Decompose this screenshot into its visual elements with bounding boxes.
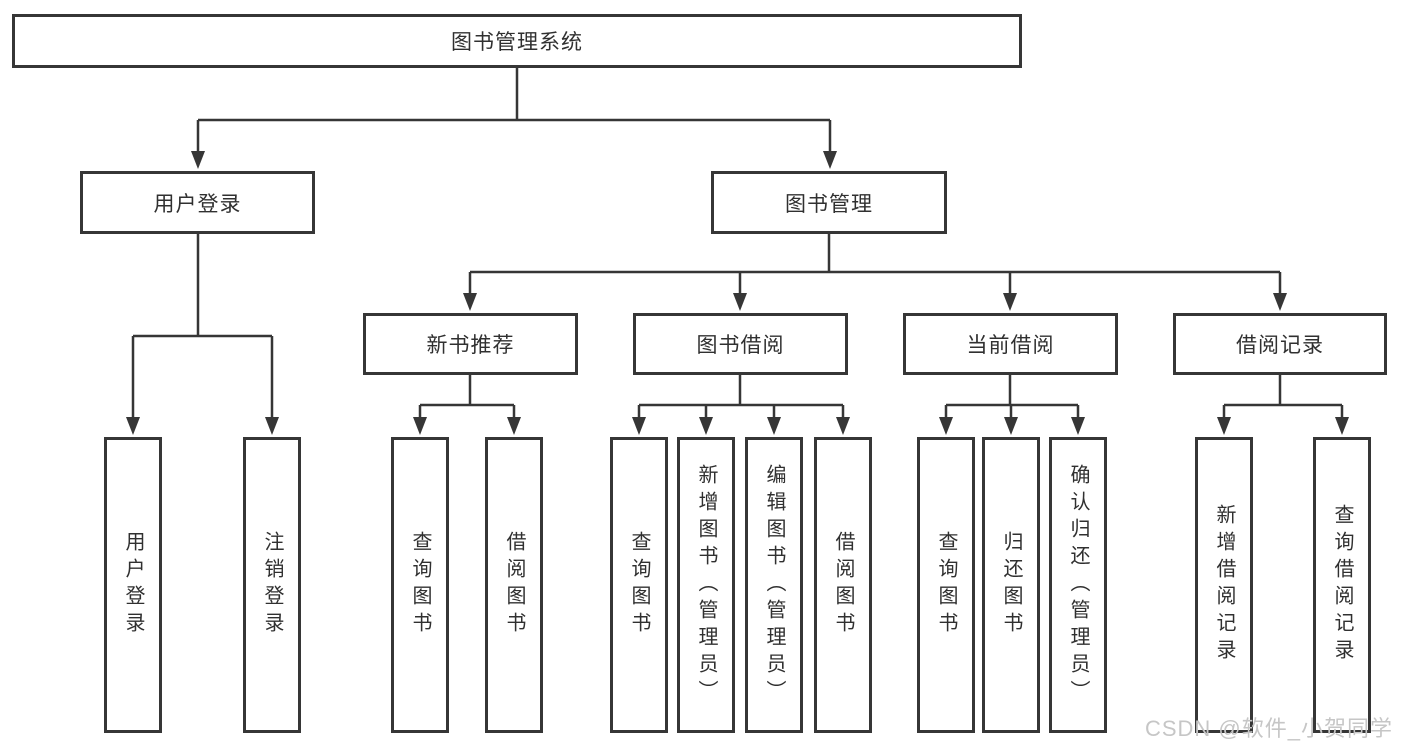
node-query-books-recommend-label: 查询图书 — [409, 531, 431, 639]
node-query-borrow-record-label: 查询借阅记录 — [1331, 504, 1353, 666]
node-borrow-books-recommend: 借阅图书 — [485, 437, 543, 733]
node-query-books-borrow-label: 查询图书 — [628, 531, 650, 639]
node-root-label: 图书管理系统 — [451, 31, 583, 54]
node-borrow-records-label: 借阅记录 — [1236, 334, 1324, 357]
node-query-books-recommend: 查询图书 — [391, 437, 449, 733]
node-add-borrow-record: 新增借阅记录 — [1195, 437, 1253, 733]
node-book-borrow-label: 图书借阅 — [696, 334, 785, 357]
node-new-book-recommend: 新书推荐 — [363, 313, 578, 375]
node-edit-book-admin-label: 编辑图书（管理员） — [763, 463, 785, 707]
node-user-login-label: 用户登录 — [153, 192, 242, 216]
node-borrow-books: 借阅图书 — [814, 437, 872, 733]
watermark: CSDN @软件_小贺同学 — [1144, 716, 1393, 741]
node-add-book-admin: 新增图书（管理员） — [677, 437, 735, 733]
node-book-borrow: 图书借阅 — [633, 313, 848, 375]
node-query-books-current: 查询图书 — [917, 437, 975, 733]
node-confirm-return-admin-label: 确认归还（管理员） — [1067, 463, 1089, 707]
node-query-borrow-record: 查询借阅记录 — [1313, 437, 1371, 733]
node-borrow-books-recommend-label: 借阅图书 — [503, 531, 525, 639]
node-root: 图书管理系统 — [12, 14, 1022, 68]
node-confirm-return-admin: 确认归还（管理员） — [1049, 437, 1107, 733]
node-borrow-records: 借阅记录 — [1173, 313, 1387, 375]
node-query-books-current-label: 查询图书 — [935, 531, 957, 639]
node-current-borrow: 当前借阅 — [903, 313, 1118, 375]
node-current-borrow-label: 当前借阅 — [966, 334, 1055, 357]
node-borrow-books-label: 借阅图书 — [832, 531, 854, 639]
node-logout: 注销登录 — [243, 437, 301, 733]
node-login-label: 用户登录 — [122, 531, 144, 639]
node-book-management: 图书管理 — [711, 171, 947, 234]
node-book-management-label: 图书管理 — [785, 192, 873, 216]
node-return-book: 归还图书 — [982, 437, 1040, 733]
node-edit-book-admin: 编辑图书（管理员） — [745, 437, 803, 733]
node-new-book-recommend-label: 新书推荐 — [426, 334, 515, 357]
node-return-book-label: 归还图书 — [1000, 531, 1022, 639]
node-query-books-borrow: 查询图书 — [610, 437, 668, 733]
node-add-borrow-record-label: 新增借阅记录 — [1213, 504, 1235, 666]
node-logout-label: 注销登录 — [261, 531, 283, 639]
node-user-login: 用户登录 — [80, 171, 315, 234]
node-login: 用户登录 — [104, 437, 162, 733]
node-add-book-admin-label: 新增图书（管理员） — [695, 463, 717, 707]
